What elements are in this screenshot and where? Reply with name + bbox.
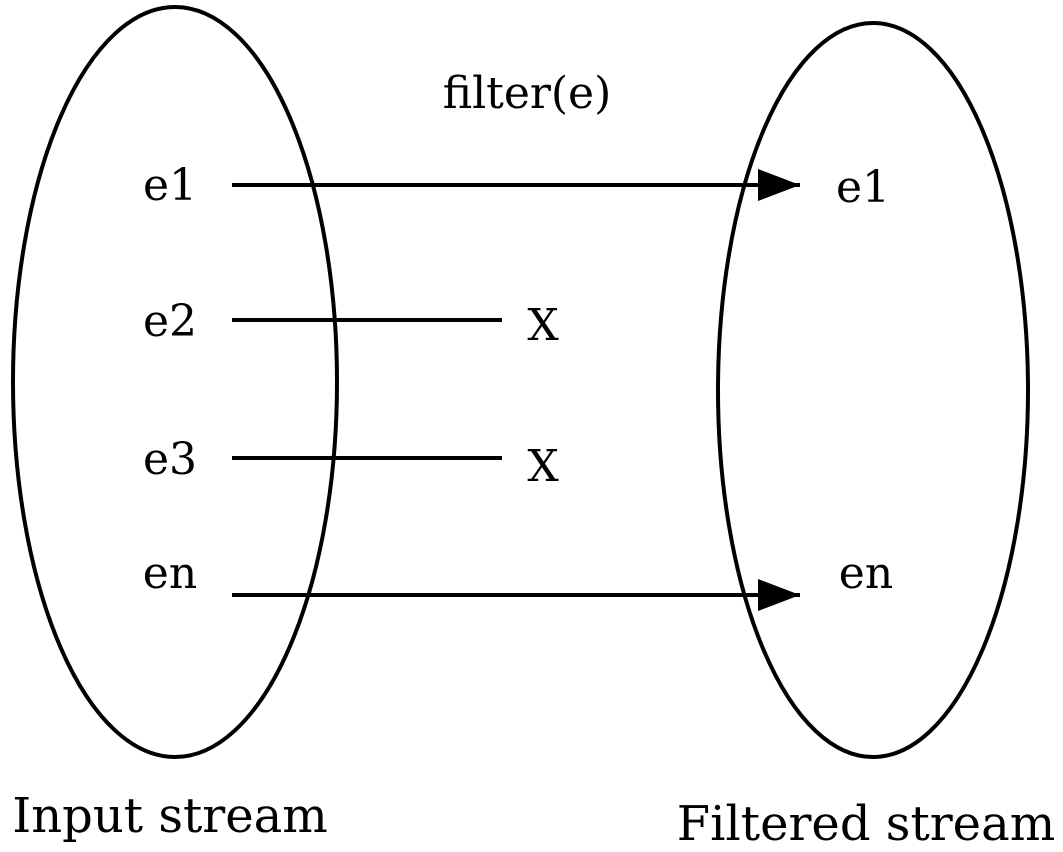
output-element-en: en: [839, 548, 893, 599]
input-stream-ellipse: [11, 5, 339, 759]
filtered-stream-ellipse: [716, 21, 1030, 759]
rejected-mark-e2: X: [527, 300, 559, 351]
input-element-en: en: [143, 548, 197, 599]
input-element-e1: e1: [143, 160, 197, 211]
filter-operation-label: filter(e): [443, 68, 612, 119]
output-element-e1: e1: [836, 162, 890, 213]
filtered-stream-title: Filtered stream: [677, 796, 1055, 852]
rejected-mark-e3: X: [527, 441, 559, 492]
input-element-e2: e2: [143, 296, 197, 347]
input-element-e3: e3: [143, 434, 197, 485]
input-stream-title: Input stream: [12, 788, 327, 844]
